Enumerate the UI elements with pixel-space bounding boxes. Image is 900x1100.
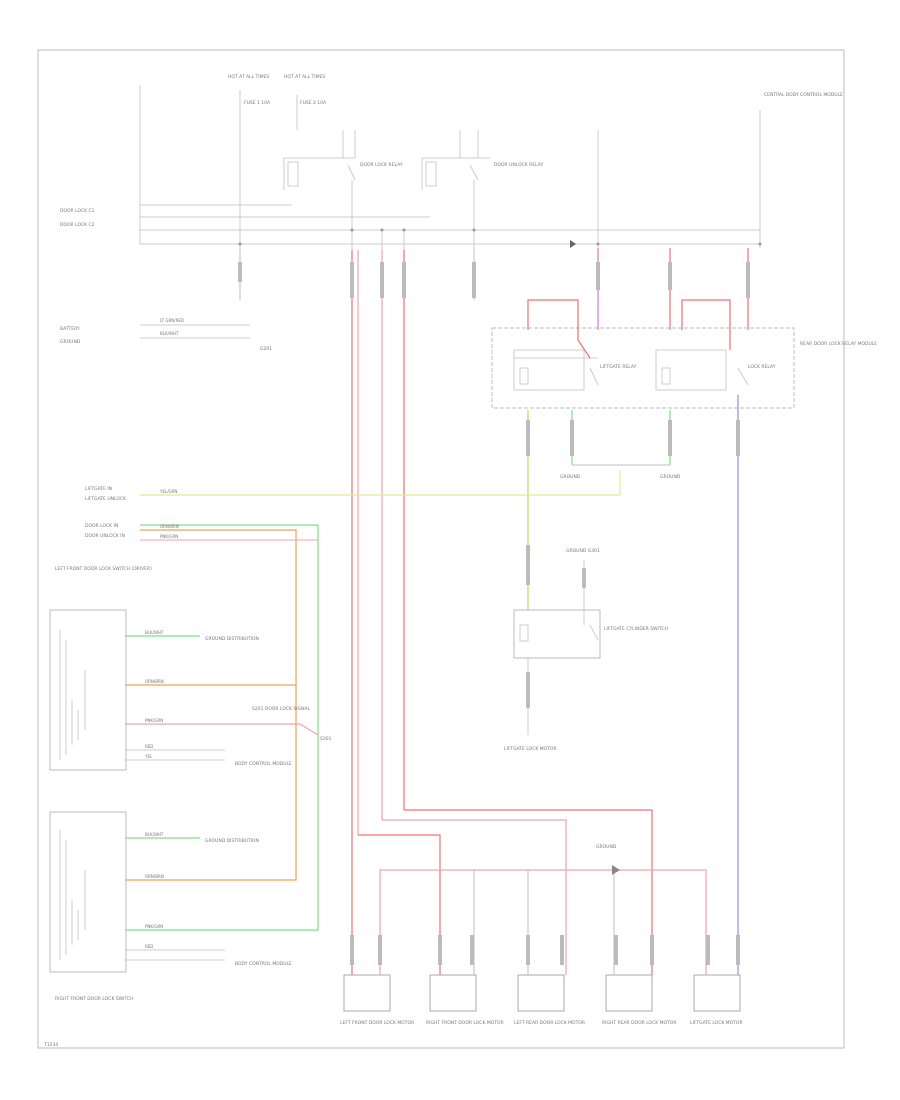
liftgate-switch [513,609,601,659]
fuse-b-label: HOT AT ALL TIMES [284,74,325,80]
battery-wire-label: LT GRN/RED [160,318,184,323]
door-unlock-in-label: DOOR UNLOCK IN [85,533,125,539]
motor-5-label: LIFTGATE LOCK MOTOR [690,1020,743,1026]
unlock-wire-label: PNK/GRN [160,534,178,539]
bus-arrow-icon [570,240,576,248]
fuse-a-label: HOT AT ALL TIMES [228,74,269,80]
central-module-label: CENTRAL BODY CONTROL MODULE [764,92,843,98]
rf-green-branch [125,735,319,931]
liftgate-bottom-label: LIFTGATE LOCK MOTOR [504,746,557,752]
rf-switch-internals [59,830,86,960]
splice-label: S301 [320,736,332,742]
rf-door-lock-switch [49,811,127,973]
lf-pin-1: BLK/WHT [145,630,164,635]
yellow-wire-label: YEL/GRN [159,489,177,494]
relay-1-label: DOOR LOCK RELAY [360,162,403,168]
rear-module-label: REAR DOOR LOCK RELAY MODULE [800,341,877,347]
motor-4-label: RIGHT REAR DOOR LOCK MOTOR [602,1020,676,1026]
ground-label: GROUND [60,339,81,345]
diagram-border [37,49,845,1049]
liftgate-switch-label: LIFTGATE CYLINDER SWITCH [604,626,668,632]
liftgate-top-label: GROUND G301 [566,548,600,554]
lf-switch-internals [59,630,86,760]
lf-pin-2: ORN/BRN [145,679,164,684]
liftgate-in-2-label: LIFTGATE UNLOCK [85,496,127,502]
liftgate-ground-label: GROUND [560,474,581,480]
rf-pin-4: RED [145,944,153,949]
orange-wire-lock [125,529,297,881]
lock-wire-label: ORN/BRN [160,524,179,529]
relay-2-label: DOOR UNLOCK RELAY [494,162,543,168]
module-c2-label: DOOR LOCK C2 [60,222,95,228]
rear-relay-connectors [526,420,740,585]
lf-pink-branch [125,723,319,736]
top-bus [139,85,761,300]
lf-switch-label: LEFT FRONT DOOR LOCK SWITCH (DRIVER) [55,566,152,572]
rear-relay-feeds [527,299,731,359]
rf-pin-1: BLK/WHT [145,832,164,837]
lock-relay-label: LOCK RELAY [748,364,776,370]
motor-2-label: RIGHT FRONT DOOR LOCK MOTOR [426,1020,504,1026]
lf-pin-3: PNK/GRN [145,718,163,723]
lf-pin-5: YEL [144,754,153,759]
motors [343,974,741,1012]
fuse-b-id: FUSE 2 10A [300,100,327,106]
rf-pin-3: PNK/GRN [145,924,163,929]
lf-door-lock-switch [49,609,127,771]
bus-junctions [238,228,762,246]
module-c1-label: DOOR LOCK C1 [60,208,95,214]
lf-gnd-label: GROUND DISTRIBUTION [205,636,259,642]
motor-connectors [350,935,740,965]
lf-pin-4: RED [145,744,153,749]
vertical-wires [239,248,749,975]
corner-code: T1234 [43,1042,58,1048]
wire-connectors [238,262,750,298]
rf-module-label: BODY CONTROL MODULE [235,961,292,967]
liftgate-switch-internals [519,560,599,735]
rf-switch-label: RIGHT FRONT DOOR LOCK SWITCH [55,996,133,1002]
liftgate-relay [513,349,599,391]
ground-wire-label: BLK/WHT [160,331,179,336]
lf-splice-label: S201 DOOR LOCK SIGNAL [252,706,311,712]
rf-gnd-label: GROUND DISTRIBUTION [205,838,259,844]
rear-relay-module [491,327,795,409]
green-wire-unlock [140,524,319,735]
relay-1 [283,130,356,250]
lf-module-label: BODY CONTROL MODULE [235,761,292,767]
motor-feeds [358,809,707,975]
ground-arrow-icon [612,865,620,875]
lock-relay [655,349,749,391]
battery-label: BATTERY [60,326,80,332]
fuse-a-id: FUSE 1 10A [244,100,271,106]
rf-pin-2: ORN/BRN [145,874,164,879]
motors-ground-label: GROUND [596,844,617,850]
liftgate-lower-connector [526,672,530,708]
motor-1-label: LEFT FRONT DOOR LOCK MOTOR [340,1020,414,1026]
rear-ground-label: GROUND [660,474,681,480]
door-lock-in-label: DOOR LOCK IN [85,523,118,529]
liftgate-in-label: LIFTGATE IN [85,486,112,492]
liftgate-relay-label: LIFTGATE RELAY [600,364,637,370]
relay-2 [421,130,490,250]
liftgate-connector [582,568,586,588]
ground-ref-label: G201 [260,346,272,352]
motor-3-label: LEFT REAR DOOR LOCK MOTOR [514,1020,585,1026]
